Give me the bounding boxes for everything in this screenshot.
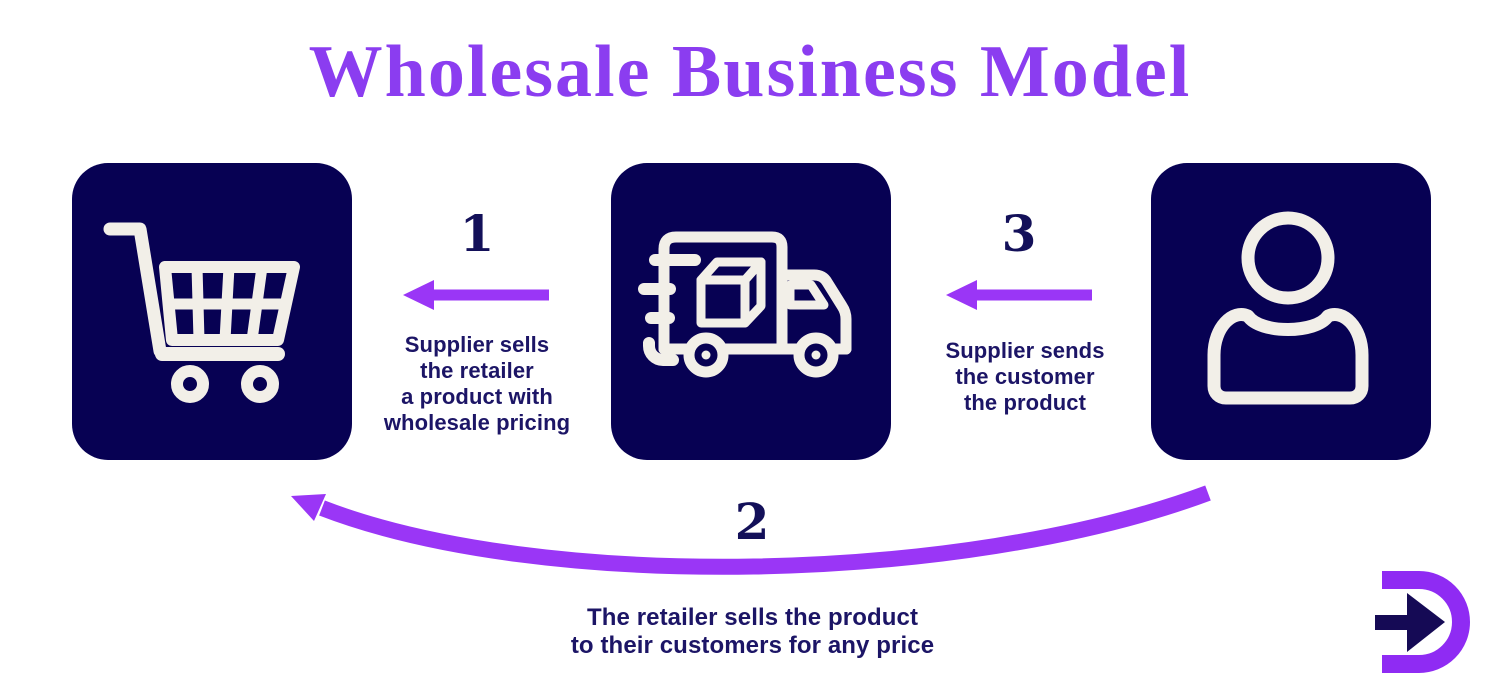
delivery-truck-icon (638, 231, 852, 378)
step-text-line: Supplier sends (945, 338, 1105, 363)
step-1-text: Supplier sells the retailer a product wi… (352, 332, 602, 436)
step-3-text: Supplier sends the customer the product (905, 338, 1145, 416)
brand-logo (1373, 562, 1477, 676)
step-text-line: Supplier sells (404, 332, 550, 357)
step-text-line: the retailer (420, 358, 534, 383)
supplier-tile (611, 163, 891, 460)
shopping-cart-icon (103, 222, 300, 403)
step-text-line: to their customers for any price (570, 632, 935, 659)
retailer-tile (72, 163, 352, 460)
person-icon (1207, 211, 1369, 405)
step-2-number: 2 (734, 492, 770, 551)
step-text-line: wholesale pricing (383, 410, 571, 435)
step-3-number: 3 (1001, 204, 1037, 263)
page-title: Wholesale Business Model (308, 31, 1192, 113)
arrow-d-logo-icon (1375, 571, 1470, 673)
step-text-line: a product with (401, 384, 553, 409)
step-text-line: The retailer sells the product (586, 604, 919, 631)
step-1-left-arrow-icon (403, 280, 549, 310)
step-text-line: the customer (955, 364, 1095, 389)
step-text-line: the product (963, 390, 1087, 415)
step-1-number: 1 (459, 204, 495, 263)
step-3-left-arrow-icon (946, 280, 1092, 310)
customer-tile (1151, 163, 1431, 460)
step-2-text: The retailer sells the product to their … (450, 604, 1055, 660)
